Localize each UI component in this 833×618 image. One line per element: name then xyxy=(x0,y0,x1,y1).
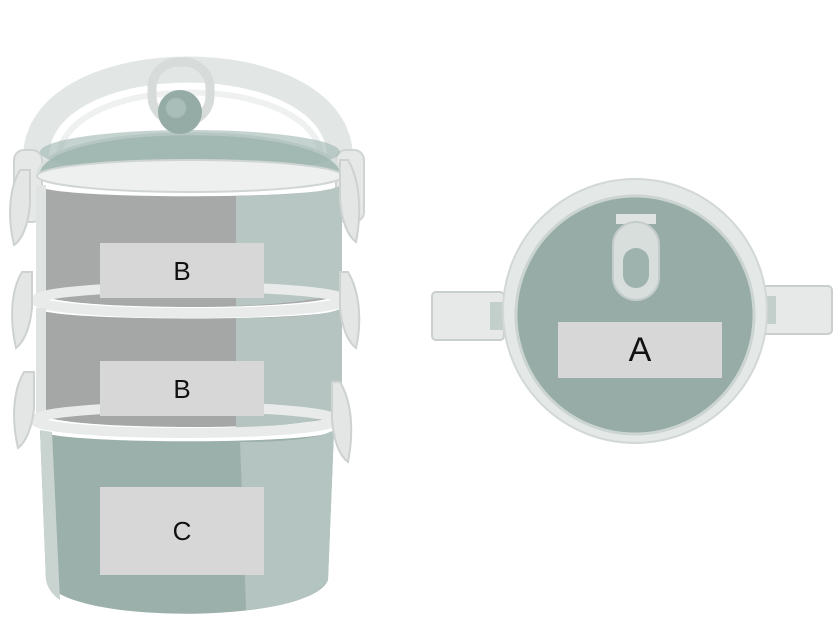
upper-tier-label: B xyxy=(100,243,264,298)
lid-top-view xyxy=(431,178,833,444)
middle-tier-label: B xyxy=(100,361,264,416)
bottom-tier-label: C xyxy=(100,487,264,575)
carry-handle xyxy=(23,56,353,171)
lid-label: A xyxy=(558,322,722,378)
